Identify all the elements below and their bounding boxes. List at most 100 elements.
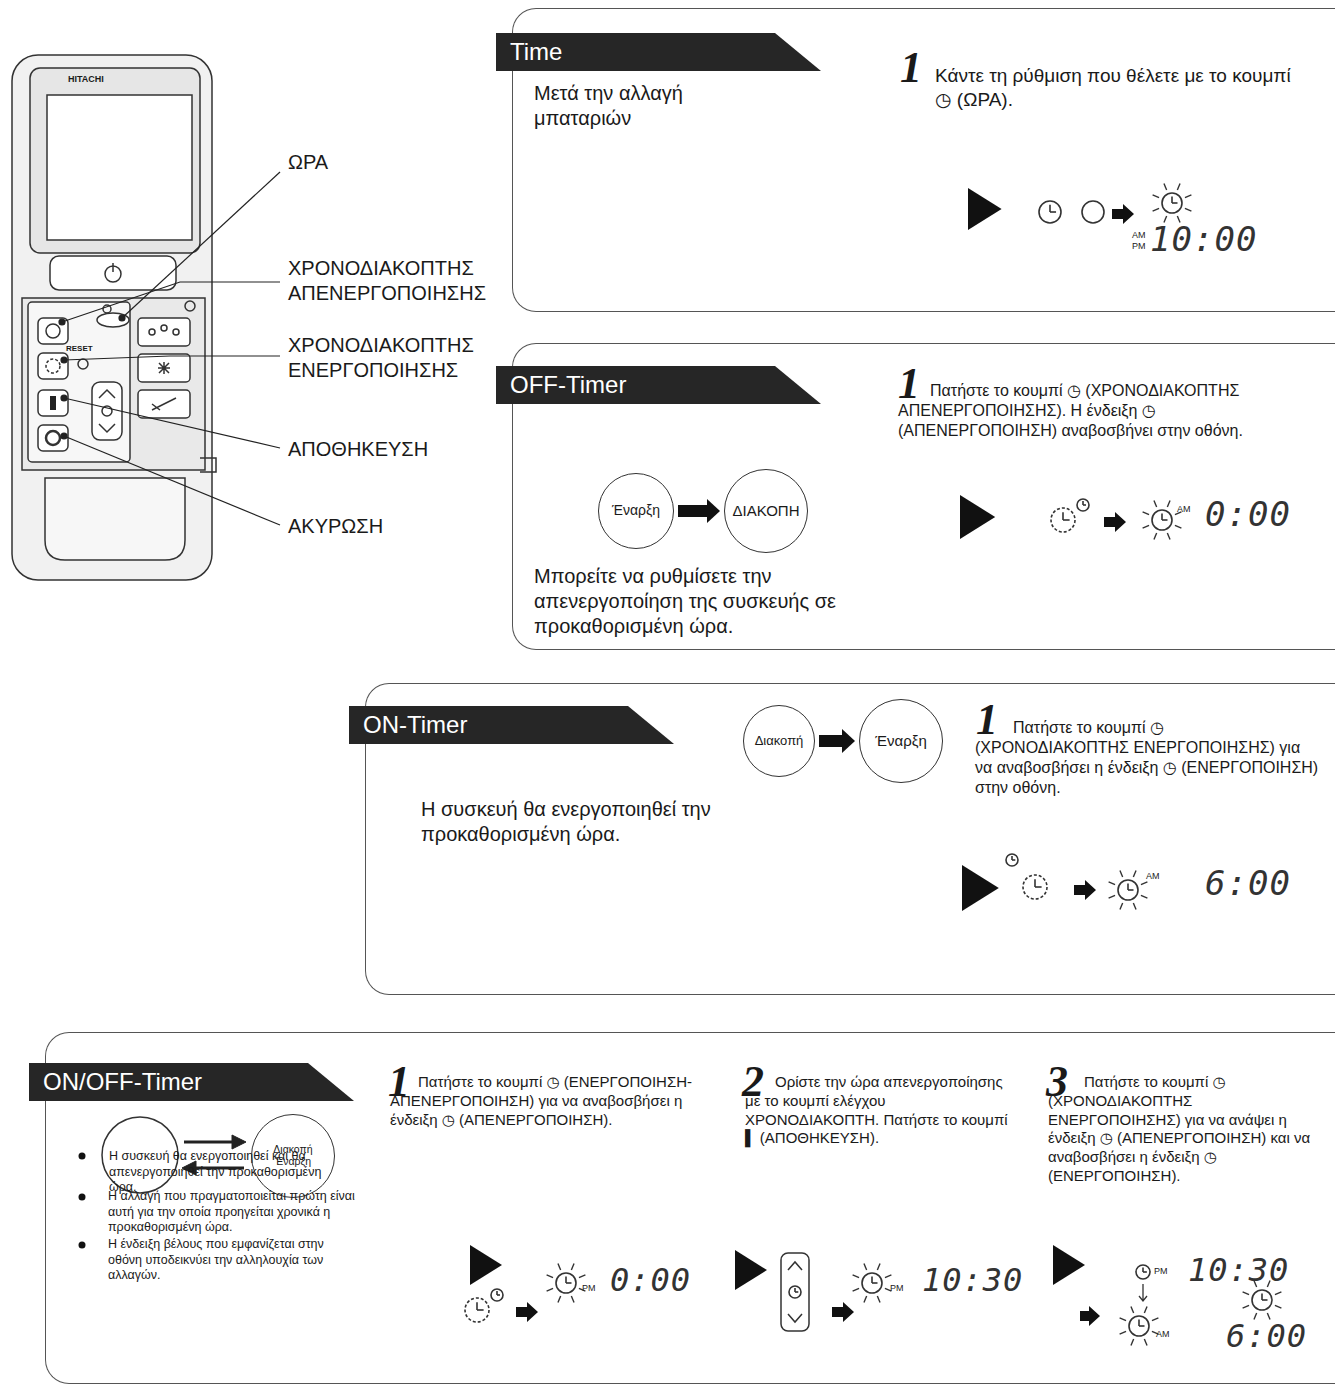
play-triangle <box>1053 1245 1085 1285</box>
remote-control-part <box>50 396 56 410</box>
remote-control-part <box>149 329 155 335</box>
line-shape <box>853 1288 859 1291</box>
line-shape <box>1177 184 1180 190</box>
step-number: 1 <box>898 362 928 406</box>
remote-control-part <box>112 263 114 272</box>
rect-shape <box>781 1253 809 1331</box>
display-indicator: PM <box>890 1284 910 1293</box>
timer-panel: TimeΜετά την αλλαγή μπαταριών <box>512 8 1335 312</box>
line-shape <box>1161 514 1163 521</box>
circle-shape <box>491 1289 503 1301</box>
arrow-head <box>842 729 855 753</box>
note-text: Η αλλαγή που πραγματοποιείται πρώτη είνα… <box>108 1189 358 1236</box>
step-text: Πατήστε το κουμπί ◷ (ΕΝΕΡΓΟΠΟΙΗΣΗ-ΑΠΕΝΕΡ… <box>390 1073 700 1129</box>
line-shape <box>547 1288 553 1291</box>
remote-control-part <box>185 301 195 311</box>
remote-control-part <box>158 362 170 374</box>
bullet-dots-part <box>79 1194 86 1201</box>
remote-control-part <box>22 298 205 470</box>
bullet-dots <box>79 1153 86 1249</box>
display-indicator: PM <box>1154 1267 1174 1276</box>
line-shape <box>571 1264 574 1270</box>
line-shape <box>885 1275 891 1278</box>
remote-control-part <box>97 313 129 327</box>
clock-icon <box>547 1264 586 1303</box>
step-text: Πατήστε το κουμπί ◷ (ΧΡΟΝΟΔΙΑΚΟΠΤΗΣ ΑΠΕΝ… <box>898 381 1318 441</box>
line-shape <box>1083 504 1086 506</box>
line-shape <box>1131 1339 1134 1345</box>
display-time: 6:00 <box>1226 1320 1326 1352</box>
remote-control-part <box>152 398 176 410</box>
line-shape <box>1243 1305 1249 1308</box>
line-shape <box>566 1282 572 1284</box>
step-number: 1 <box>900 46 930 90</box>
button-text: RESET <box>66 344 116 354</box>
panel-title: ON/OFF-Timer <box>29 1063 354 1101</box>
line-shape <box>1167 533 1170 539</box>
remote-control-part <box>138 318 190 346</box>
remote-control-part <box>46 431 60 445</box>
display-indicator: PM <box>1132 242 1152 251</box>
circle-shape <box>1118 880 1138 900</box>
remote-control-part <box>28 302 130 462</box>
state-label: Διακοπή <box>753 732 806 750</box>
circle-shape <box>1162 193 1182 213</box>
line-shape <box>497 1294 500 1296</box>
line-shape <box>1049 205 1051 212</box>
line-shape <box>1275 1305 1281 1308</box>
leader-lines-part <box>61 357 67 363</box>
callout-label: ΑΚΥΡΩΣΗ <box>288 514 528 539</box>
state-label: Έναρξη <box>873 731 929 752</box>
leader-lines-part <box>61 395 67 401</box>
remote-control-part <box>38 353 68 379</box>
brand-name: HITACHI <box>68 74 158 85</box>
circle-shape <box>465 1298 489 1322</box>
circle-shape <box>1077 499 1089 511</box>
clock-icon <box>1023 875 1047 899</box>
state-label: Έναρξη <box>610 501 662 520</box>
display-time: 10:30 <box>1188 1254 1308 1286</box>
remote-control-part <box>173 329 179 335</box>
step-arrow <box>1112 204 1134 224</box>
line-shape <box>476 1302 478 1310</box>
clock-icon <box>465 1289 503 1322</box>
remote-control-part <box>78 359 88 369</box>
circle-shape <box>1051 508 1075 532</box>
callout-label: ΧΡΟΝΟΔΙΑΚΟΠΤΗΣ ΑΠΕΝΕΡΓΟΠΟΙΗΣΗΣ <box>288 256 528 306</box>
remote-control-part <box>38 425 68 451</box>
line-shape <box>1262 1299 1268 1301</box>
leader-lines-part <box>64 356 280 360</box>
panel-title: Time <box>496 33 821 71</box>
note-text: Η ένδειξη βέλους που εμφανίζεται στην οθ… <box>108 1237 358 1284</box>
line-shape <box>1143 525 1149 528</box>
line-shape <box>477 1309 484 1311</box>
line-shape <box>877 1264 880 1270</box>
display-time: 10:00 <box>1150 222 1290 256</box>
step-text: Ορίστε την ώρα απενεργοποίησης με το κου… <box>745 1073 1015 1148</box>
clock-icon <box>1143 501 1182 540</box>
line-shape <box>1171 197 1173 204</box>
callout-label: ΩΡΑ <box>288 150 528 175</box>
line-shape <box>1141 882 1147 885</box>
play-triangle <box>470 1245 502 1285</box>
panel-title: ON-Timer <box>349 706 674 744</box>
leader-lines <box>59 172 280 525</box>
step-arrow <box>832 1302 854 1322</box>
flow-arrow <box>678 499 720 523</box>
remote-control-part <box>138 354 190 382</box>
circle-shape <box>1023 875 1047 899</box>
line-shape <box>1185 195 1191 198</box>
clock-icon <box>789 1286 801 1298</box>
line-shape <box>871 1277 873 1284</box>
line-shape <box>558 1264 561 1270</box>
line-shape <box>1120 871 1123 877</box>
display-indicator: AM <box>1132 231 1152 240</box>
bullet-dots-part <box>79 1153 86 1160</box>
cycle-arrows-part <box>232 1135 246 1149</box>
step-arrow <box>1074 880 1096 900</box>
line-shape <box>1128 889 1134 891</box>
remote-control-part <box>47 95 192 240</box>
arrow-head <box>707 499 720 523</box>
line-shape <box>795 1291 798 1293</box>
